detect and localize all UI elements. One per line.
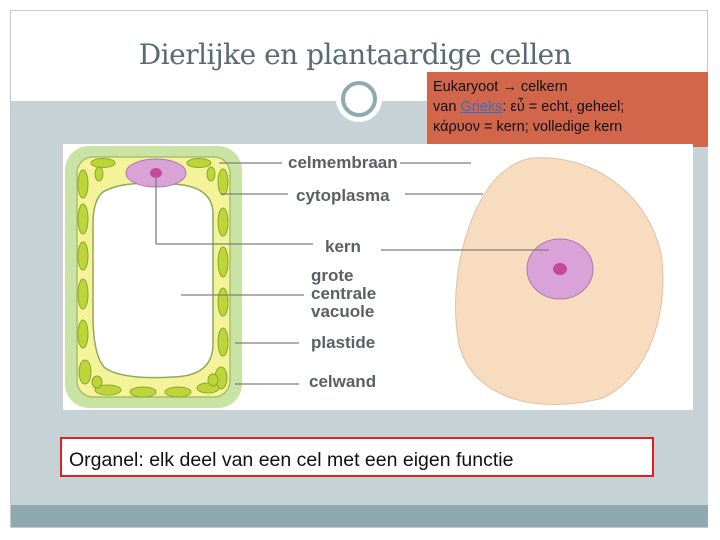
ring-icon bbox=[341, 81, 377, 117]
etymology-term: Eukaryoot bbox=[433, 79, 503, 95]
plastid bbox=[77, 319, 89, 349]
plastid bbox=[90, 158, 116, 168]
cell-diagram: celmembraan cytoplasma kern grote centra… bbox=[63, 144, 693, 410]
etymology-line-2: van Grieks: εὖ = echt, geheel; bbox=[433, 97, 708, 117]
greek-link[interactable]: Grieks bbox=[460, 99, 503, 115]
label-grote-centrale-vacuole: grote centrale vacuole bbox=[311, 267, 376, 321]
slide-title: Dierlijke en plantaardige cellen bbox=[138, 38, 572, 71]
cell-diagram-svg bbox=[65, 146, 664, 408]
label-plastide: plastide bbox=[311, 333, 376, 352]
arrow-icon: → bbox=[502, 79, 517, 95]
label-vacuole-line-3: vacuole bbox=[311, 302, 375, 321]
plastid bbox=[78, 359, 92, 385]
plastid bbox=[186, 158, 212, 168]
plastid bbox=[207, 373, 219, 387]
plastid bbox=[94, 166, 104, 182]
plastid bbox=[94, 384, 122, 396]
plastid bbox=[77, 203, 89, 235]
etymology-meaning: celkern bbox=[516, 79, 568, 95]
plastid bbox=[164, 386, 192, 398]
plastid bbox=[217, 287, 229, 317]
label-celwand: celwand bbox=[309, 372, 377, 391]
central-vacuole bbox=[92, 182, 214, 379]
organel-definition: Organel: elk deel van een cel met een ei… bbox=[60, 437, 654, 477]
footer-bar bbox=[11, 505, 708, 527]
animal-nucleolus bbox=[553, 263, 567, 275]
label-cytoplasma: cytoplasma bbox=[296, 186, 390, 205]
leader-lines bbox=[155, 162, 549, 385]
etymology-greek-eu: : εὖ = echt, geheel; bbox=[502, 99, 625, 115]
plastid bbox=[77, 278, 89, 310]
plastid bbox=[77, 169, 89, 199]
label-vacuole-line-2: centrale bbox=[311, 284, 377, 303]
label-vacuole-line-1: grote bbox=[311, 266, 354, 285]
etymology-line-1: Eukaryoot → celkern bbox=[433, 77, 708, 97]
plant-nucleolus bbox=[150, 168, 162, 178]
plastid bbox=[217, 246, 229, 278]
etymology-from: van bbox=[433, 99, 461, 115]
plastid bbox=[77, 241, 89, 271]
plastid bbox=[217, 168, 229, 196]
label-kern: kern bbox=[325, 237, 361, 256]
label-celmembraan: celmembraan bbox=[288, 153, 398, 172]
plastid bbox=[217, 207, 229, 237]
plastid bbox=[91, 375, 103, 389]
plastid bbox=[206, 166, 216, 182]
etymology-callout: Eukaryoot → celkern van Grieks: εὖ = ech… bbox=[427, 72, 708, 147]
decorative-ring bbox=[336, 76, 382, 122]
etymology-line-3: κάρυον = kern; volledige kern bbox=[433, 119, 623, 135]
plastids bbox=[77, 158, 229, 398]
plastid bbox=[129, 386, 157, 398]
plastid bbox=[217, 327, 229, 357]
